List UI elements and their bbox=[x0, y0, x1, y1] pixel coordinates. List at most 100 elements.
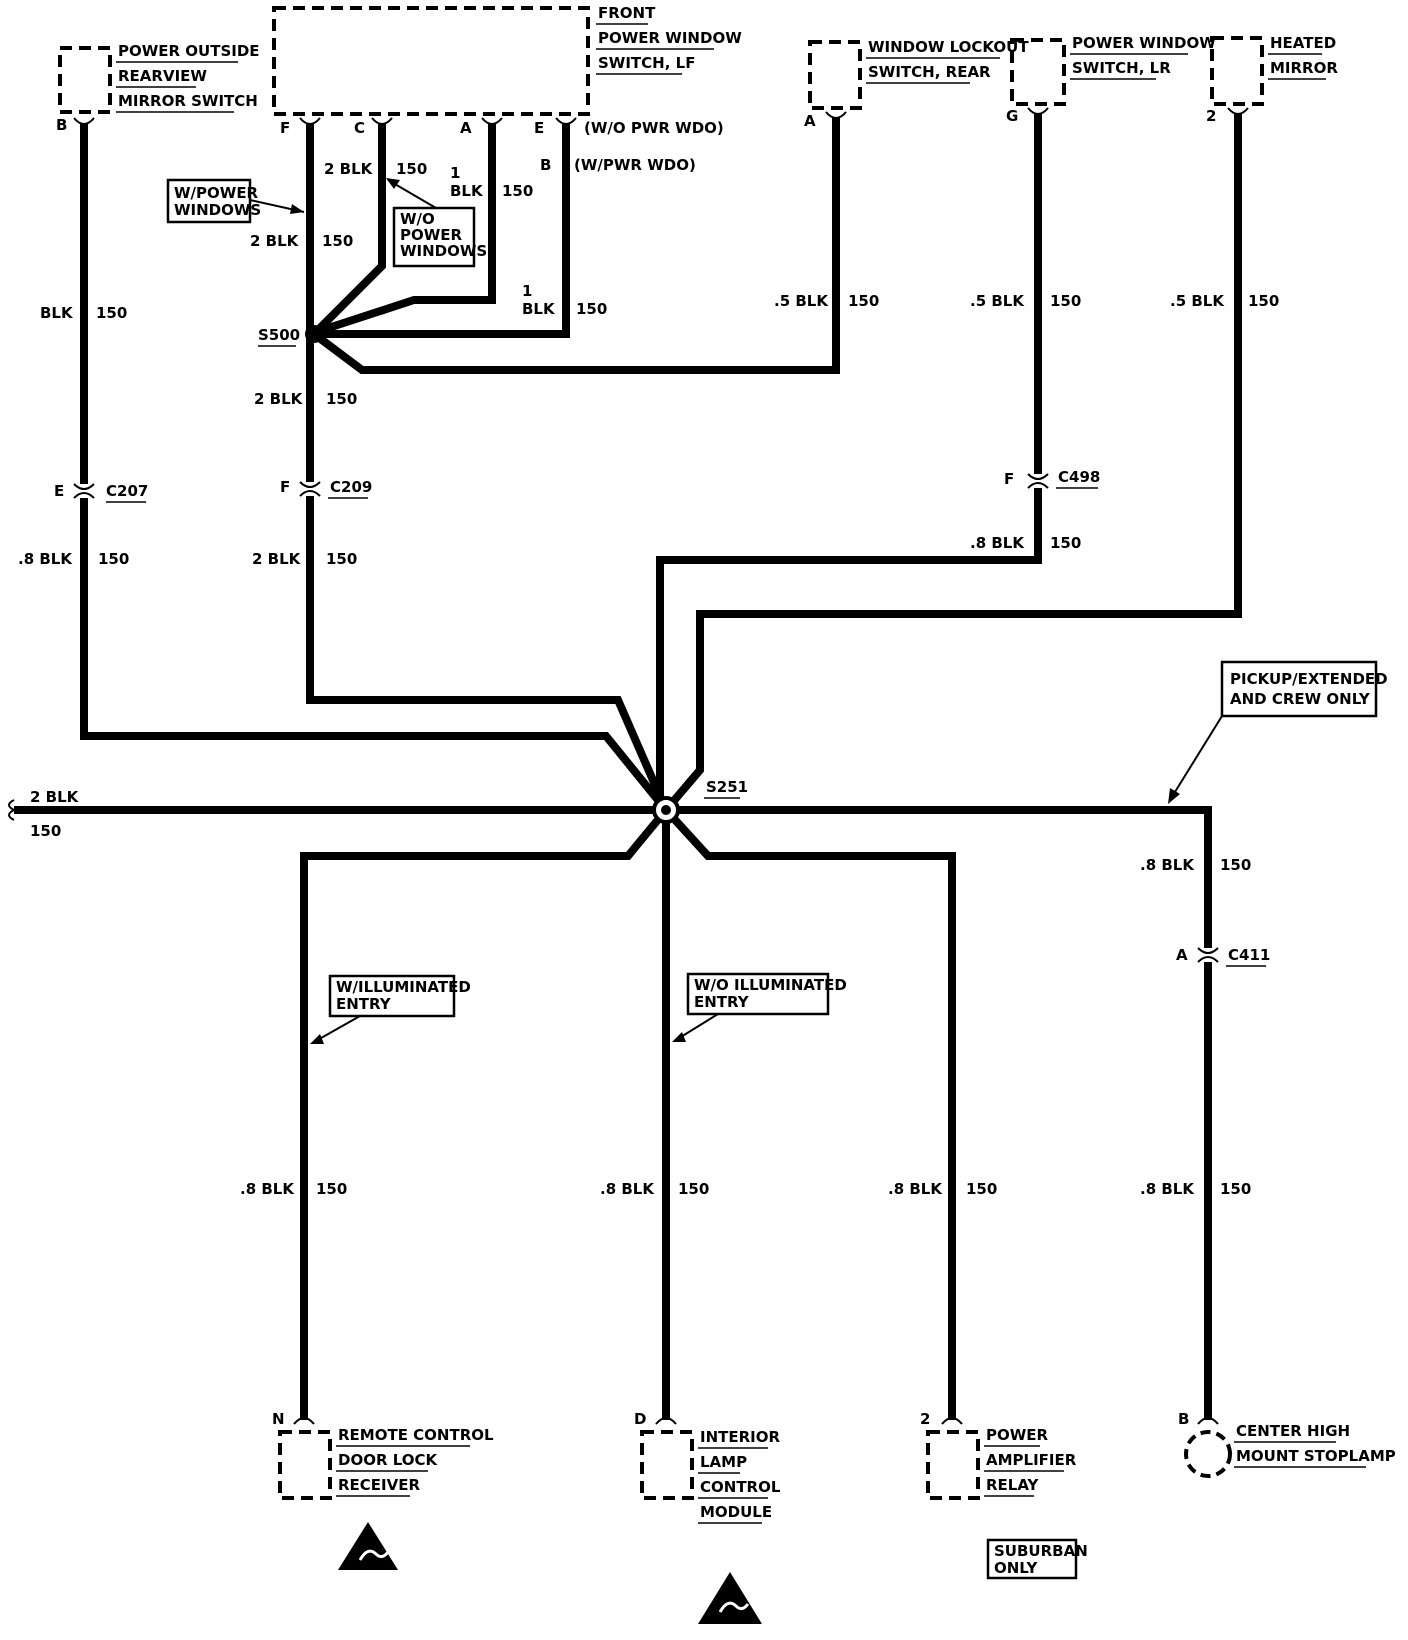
lockout-label-2: SWITCH, REAR bbox=[868, 63, 991, 81]
wire-pickup bbox=[666, 806, 1212, 1420]
amp-label-2: AMPLIFIER bbox=[986, 1451, 1077, 1469]
lockout-label-1: WINDOW LOCKOUT bbox=[868, 38, 1029, 56]
wire-chmsl-circuit: 150 bbox=[1220, 1180, 1251, 1198]
rcdl-label-1: REMOTE CONTROL bbox=[338, 1426, 494, 1444]
note-w-power-windows-2: WINDOWS bbox=[174, 201, 261, 219]
note-w-illum-2: ENTRY bbox=[336, 995, 392, 1013]
power-window-switch-lr: POWER WINDOW SWITCH, LR G bbox=[1006, 34, 1216, 125]
wire-ilcm-color: .8 BLK bbox=[600, 1180, 655, 1198]
wire-rcdl bbox=[300, 807, 670, 1420]
s251-label: S251 bbox=[706, 778, 748, 796]
mirror-pin: B bbox=[56, 116, 67, 134]
wire-ground-circuit: 150 bbox=[30, 822, 61, 840]
wire-amp-circuit: 150 bbox=[966, 1180, 997, 1198]
wire-heated bbox=[662, 114, 1242, 813]
rcdl-label-3: RECEIVER bbox=[338, 1476, 420, 1494]
wire-heated-color: .5 BLK bbox=[1170, 292, 1225, 310]
note-wo-illum-2: ENTRY bbox=[694, 993, 750, 1011]
wire-lf-f-mid-color: 2 BLK bbox=[250, 232, 300, 250]
wire-e-color: BLK bbox=[522, 300, 556, 318]
wire-lf-f bbox=[306, 124, 670, 812]
lf-switch-label-2: POWER WINDOW bbox=[598, 29, 742, 47]
connector-c498: F C498 bbox=[1004, 468, 1100, 489]
amp-pin: 2 bbox=[920, 1410, 930, 1428]
wire-c209-down-color: 2 BLK bbox=[252, 550, 302, 568]
note-suburban-2: ONLY bbox=[994, 1559, 1039, 1577]
lr-switch-label-2: SWITCH, LR bbox=[1072, 59, 1171, 77]
amp-label-1: POWER bbox=[986, 1426, 1049, 1444]
note-pickup-1: PICKUP/EXTENDED bbox=[1230, 670, 1388, 688]
mirror-switch-label-2: REARVIEW bbox=[118, 67, 207, 85]
wire-lf-e bbox=[316, 124, 570, 338]
splice-s251: S251 bbox=[652, 778, 748, 824]
power-amplifier-relay: 2 POWER AMPLIFIER RELAY bbox=[920, 1410, 1077, 1500]
note-w-pwr-wdo: (W/PWR WDO) bbox=[574, 156, 696, 174]
connector-c207: E C207 bbox=[54, 482, 148, 503]
wire-mirror-circuit: 150 bbox=[96, 304, 127, 322]
note-wo-power-windows-2: POWER bbox=[400, 226, 463, 244]
wire-e-size: 1 bbox=[522, 282, 532, 300]
note-w-illuminated-entry: W/ILLUMINATED ENTRY bbox=[310, 974, 471, 1044]
wire-rcdl-circuit: 150 bbox=[316, 1180, 347, 1198]
wire-lf-c bbox=[313, 124, 386, 335]
splice-s500: S500 bbox=[258, 325, 323, 347]
wire-pickup-circuit: 150 bbox=[1220, 856, 1251, 874]
note-wo-pwr-wdo: (W/O PWR WDO) bbox=[584, 119, 724, 137]
wire-a-circuit: 150 bbox=[502, 182, 533, 200]
lf-pin-b: B bbox=[540, 156, 551, 174]
ground-end bbox=[8, 799, 17, 821]
note-wo-power-windows: W/O POWER WINDOWS bbox=[386, 178, 487, 268]
heated-mirror: HEATED MIRROR 2 bbox=[1206, 34, 1338, 125]
wire-lr-bot-color: .8 BLK bbox=[970, 534, 1025, 552]
rcdl-label-2: DOOR LOCK bbox=[338, 1451, 439, 1469]
wire-a-color: BLK bbox=[450, 182, 484, 200]
wire-lf-c-circuit: 150 bbox=[396, 160, 427, 178]
connector-c411: A C411 bbox=[1176, 946, 1270, 967]
ilcm-label-2: LAMP bbox=[700, 1453, 747, 1471]
rcdl-pin: N bbox=[272, 1410, 285, 1428]
wire-heated-circuit: 150 bbox=[1248, 292, 1279, 310]
wire-ilcm-circuit: 150 bbox=[678, 1180, 709, 1198]
esd-warning-icon bbox=[698, 1572, 762, 1624]
lf-switch-label-1: FRONT bbox=[598, 4, 656, 22]
c209-label: C209 bbox=[330, 478, 372, 496]
wire-lr-top-color: .5 BLK bbox=[970, 292, 1025, 310]
chmsl-label-1: CENTER HIGH bbox=[1236, 1422, 1350, 1440]
lf-pin-f: F bbox=[280, 119, 290, 137]
wire-a-size: 1 bbox=[450, 164, 460, 182]
mirror-switch-label-3: MIRROR SWITCH bbox=[118, 92, 258, 110]
wire-s500-down-circuit: 150 bbox=[326, 390, 357, 408]
note-wo-illum-1: W/O ILLUMINATED bbox=[694, 976, 847, 994]
note-wo-power-windows-1: W/O bbox=[400, 210, 435, 228]
lf-pin-c: C bbox=[354, 119, 365, 137]
lf-pin-a: A bbox=[460, 119, 472, 137]
note-pickup-2: AND CREW ONLY bbox=[1230, 690, 1371, 708]
ilcm-label-4: MODULE bbox=[700, 1503, 772, 1521]
wire-labels: BLK 150 .8 BLK 150 2 BLK 150 2 BLK 150 1… bbox=[18, 160, 1279, 1198]
chmsl-label-2: MOUNT STOPLAMP bbox=[1236, 1447, 1396, 1465]
c209-pin: F bbox=[280, 478, 290, 496]
c411-label: C411 bbox=[1228, 946, 1270, 964]
wire-mirror bbox=[80, 124, 670, 813]
note-w-power-windows: W/POWER WINDOWS bbox=[166, 178, 305, 224]
wire-lf-f-top-color: 2 BLK bbox=[324, 160, 374, 178]
lf-pin-e: E bbox=[534, 119, 544, 137]
front-power-window-switch-lf: FRONT POWER WINDOW SWITCH, LF F C A E (W… bbox=[272, 4, 742, 174]
ilcm-label-3: CONTROL bbox=[700, 1478, 781, 1496]
c498-pin: F bbox=[1004, 470, 1014, 488]
esd-warning-icon bbox=[338, 1522, 398, 1570]
wire-lr-bot-circuit: 150 bbox=[1050, 534, 1081, 552]
note-w-illum-1: W/ILLUMINATED bbox=[336, 978, 471, 996]
s500-label: S500 bbox=[258, 326, 300, 344]
power-outside-rearview-mirror-switch: POWER OUTSIDE REARVIEW MIRROR SWITCH B bbox=[56, 42, 260, 134]
wire-lf-f-mid-circuit: 150 bbox=[322, 232, 353, 250]
heated-mirror-pin: 2 bbox=[1206, 107, 1216, 125]
c498-label: C498 bbox=[1058, 468, 1100, 486]
remote-control-door-lock-receiver: N REMOTE CONTROL DOOR LOCK RECEIVER bbox=[272, 1410, 494, 1500]
amp-label-3: RELAY bbox=[986, 1476, 1040, 1494]
ilcm-label-1: INTERIOR bbox=[700, 1428, 780, 1446]
wire-lr-top-circuit: 150 bbox=[1050, 292, 1081, 310]
interior-lamp-control-module: D INTERIOR LAMP CONTROL MODULE bbox=[634, 1410, 781, 1524]
c207-pin: E bbox=[54, 482, 64, 500]
heated-mirror-label-1: HEATED bbox=[1270, 34, 1336, 52]
